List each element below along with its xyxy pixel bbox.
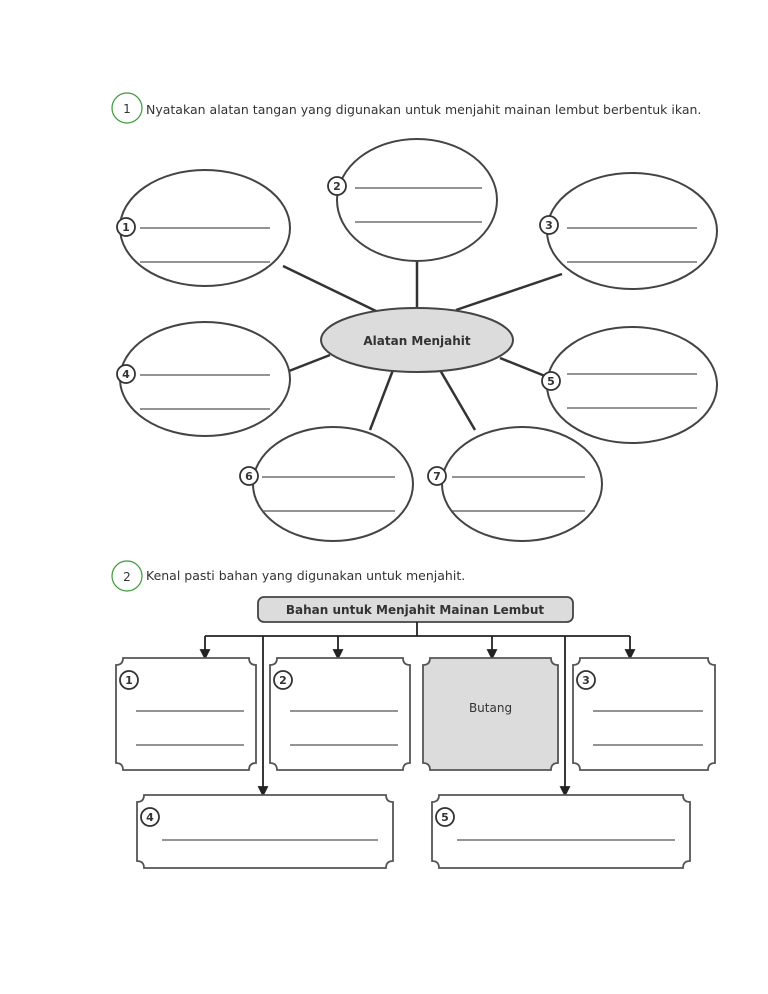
box-number: 3 bbox=[582, 674, 590, 687]
tree-answer-box[interactable]: 1 bbox=[115, 657, 257, 771]
node-number: 1 bbox=[122, 221, 130, 234]
mindmap-node-2[interactable]: 2 bbox=[327, 138, 498, 262]
node-number: 2 bbox=[333, 180, 341, 193]
question-text-1: Nyatakan alatan tangan yang digunakan un… bbox=[146, 102, 701, 117]
mindmap-center-label: Alatan Menjahit bbox=[363, 334, 471, 348]
node-number: 3 bbox=[545, 219, 553, 232]
box-number: 2 bbox=[279, 674, 287, 687]
tree-answer-box[interactable]: 3 bbox=[572, 657, 716, 771]
question-text-2: Kenal pasti bahan yang digunakan untuk m… bbox=[146, 568, 465, 583]
box-number-badge bbox=[576, 670, 596, 690]
box-number: 4 bbox=[146, 811, 154, 824]
mindmap-node-6[interactable]: 6 bbox=[239, 426, 414, 542]
given-answer-label: Butang bbox=[469, 701, 512, 715]
mindmap-center bbox=[320, 307, 514, 373]
tree-answer-box[interactable]: 5 bbox=[431, 794, 691, 869]
node-number: 5 bbox=[547, 375, 555, 388]
tree-answer-box[interactable]: 4 bbox=[136, 794, 394, 869]
mindmap-node-4[interactable]: 4 bbox=[116, 321, 291, 437]
question-marker-2 bbox=[111, 560, 143, 592]
tree-answer-box[interactable]: 2 bbox=[269, 657, 411, 771]
mindmap-node-1[interactable]: 1 bbox=[116, 169, 291, 287]
mindmap-node-5[interactable]: 5 bbox=[541, 326, 718, 444]
box-number-badge bbox=[140, 807, 160, 827]
box-number: 1 bbox=[125, 674, 133, 687]
mindmap-node-7[interactable]: 7 bbox=[427, 426, 603, 542]
node-number: 4 bbox=[122, 368, 130, 381]
question-number-1: 1 bbox=[123, 102, 131, 116]
box-number-badge bbox=[435, 807, 455, 827]
node-number: 6 bbox=[245, 470, 253, 483]
box-number: 5 bbox=[441, 811, 449, 824]
tree-root-label: Bahan untuk Menjahit Mainan Lembut bbox=[286, 603, 544, 617]
box-number-badge bbox=[273, 670, 293, 690]
mindmap-connectors bbox=[282, 261, 563, 431]
tree-connectors bbox=[199, 622, 636, 798]
box-number-badge bbox=[119, 670, 139, 690]
node-number: 7 bbox=[433, 470, 441, 483]
tree-box-given: Butang bbox=[422, 657, 559, 771]
mindmap-node-3[interactable]: 3 bbox=[539, 172, 718, 290]
question-marker-1 bbox=[111, 92, 143, 124]
question-number-2: 2 bbox=[123, 570, 131, 584]
tree-root-box bbox=[257, 596, 574, 623]
